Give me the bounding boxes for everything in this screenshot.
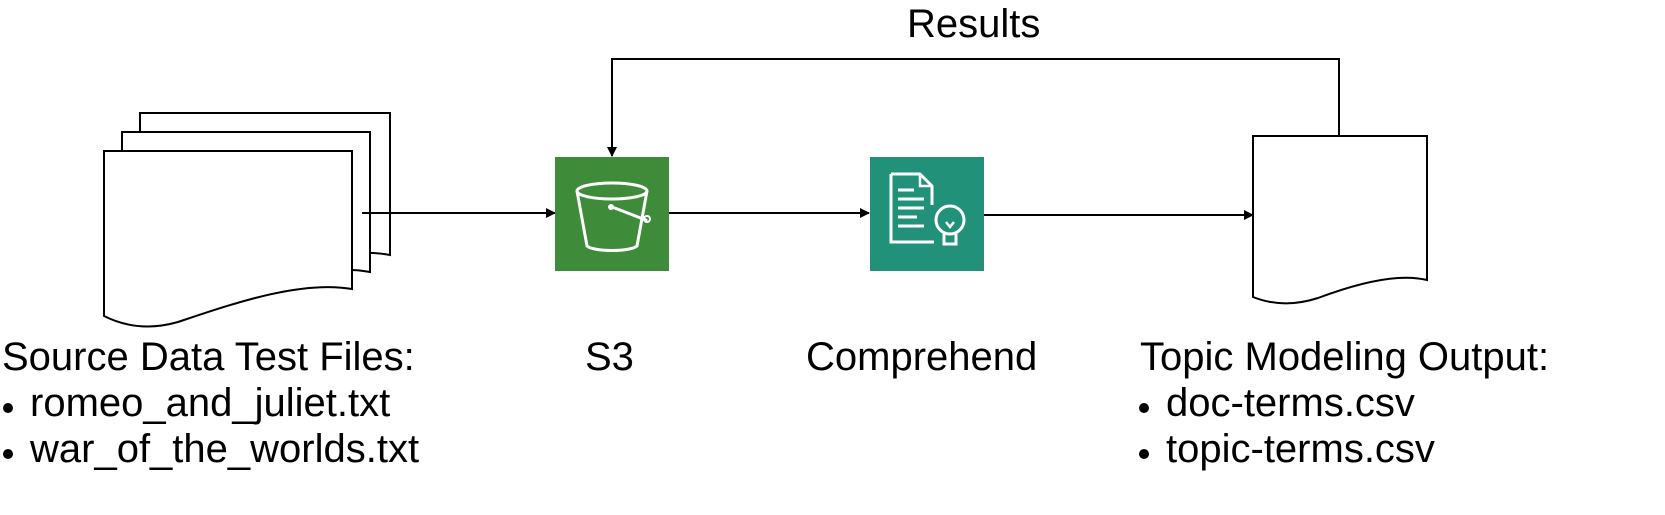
comprehend-label: Comprehend bbox=[806, 335, 1038, 379]
source-files-list: romeo_and_juliet.txt war_of_the_worlds.t… bbox=[0, 380, 419, 472]
list-item: doc-terms.csv bbox=[1136, 380, 1435, 426]
list-item: topic-terms.csv bbox=[1136, 426, 1435, 472]
s3-bucket-icon bbox=[555, 157, 669, 271]
list-item: romeo_and_juliet.txt bbox=[0, 380, 419, 426]
s3-label: S3 bbox=[585, 335, 634, 379]
output-files-title: Topic Modeling Output: bbox=[1140, 335, 1550, 379]
source-files-title: Source Data Test Files: bbox=[2, 335, 415, 379]
output-document-icon bbox=[1252, 135, 1428, 305]
source-document-stack-icon bbox=[103, 112, 391, 328]
list-item: war_of_the_worlds.txt bbox=[0, 426, 419, 472]
document-page-front bbox=[103, 150, 353, 328]
output-files-list: doc-terms.csv topic-terms.csv bbox=[1136, 380, 1435, 472]
comprehend-document-lightbulb-icon bbox=[870, 157, 984, 271]
results-feedback-arrow bbox=[607, 58, 1340, 157]
results-label: Results bbox=[907, 2, 1041, 46]
